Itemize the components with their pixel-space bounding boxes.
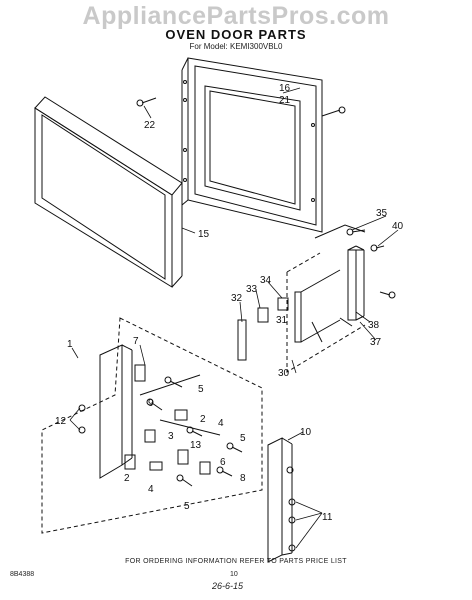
watermark: AppliancePartsPros.com <box>82 2 390 30</box>
door-trim-strip <box>267 437 293 563</box>
part-label-6: 6 <box>220 457 226 468</box>
ordering-info-note: FOR ORDERING INFORMATION REFER TO PARTS … <box>125 558 347 565</box>
latch-assembly <box>41 317 263 534</box>
leader-lines <box>69 87 399 549</box>
model-subtitle: For Model: KEMI300VBL0 <box>189 42 283 51</box>
part-label-2b: 2 <box>124 473 130 484</box>
part-label-11: 11 <box>322 512 333 523</box>
part-label-5c: 5 <box>184 501 190 512</box>
part-label-2a: 2 <box>200 414 206 425</box>
part-label-38: 38 <box>368 320 380 331</box>
part-label-22: 22 <box>144 120 156 131</box>
part-label-16: 16 <box>279 83 291 94</box>
part-label-8: 8 <box>240 473 246 484</box>
part-label-32: 32 <box>231 293 243 304</box>
part-label-37: 37 <box>370 337 382 348</box>
part-label-10: 10 <box>300 427 312 438</box>
part-label-12: 12 <box>55 416 67 427</box>
handwritten-note: 26-6-15 <box>212 581 244 591</box>
part-label-21: 21 <box>279 95 291 106</box>
part-label-40: 40 <box>392 221 404 232</box>
part-label-33: 33 <box>246 284 258 295</box>
part-label-3: 3 <box>168 431 174 442</box>
part-label-35: 35 <box>376 208 388 219</box>
part-labels: 16 21 22 15 35 40 34 33 32 31 38 37 30 1… <box>55 83 404 523</box>
part-label-31: 31 <box>276 315 288 326</box>
inner-door-panel <box>181 57 323 233</box>
hinge-assembly <box>237 224 366 373</box>
screws <box>78 97 396 552</box>
part-label-4a: 4 <box>218 418 224 429</box>
outer-door-frame <box>34 96 183 288</box>
part-label-30: 30 <box>278 368 290 379</box>
part-label-15: 15 <box>198 229 210 240</box>
part-label-34: 34 <box>260 275 272 286</box>
part-label-9: 9 <box>148 398 154 409</box>
part-label-5a: 5 <box>198 384 204 395</box>
part-label-1: 1 <box>67 339 73 350</box>
page-title: OVEN DOOR PARTS <box>165 27 307 42</box>
page-number: 10 <box>230 571 238 578</box>
part-label-4b: 4 <box>148 484 154 495</box>
part-label-7: 7 <box>133 336 139 347</box>
part-label-13: 13 <box>190 440 202 451</box>
part-label-5b: 5 <box>240 433 246 444</box>
drawing-number: 8B4388 <box>10 571 35 578</box>
